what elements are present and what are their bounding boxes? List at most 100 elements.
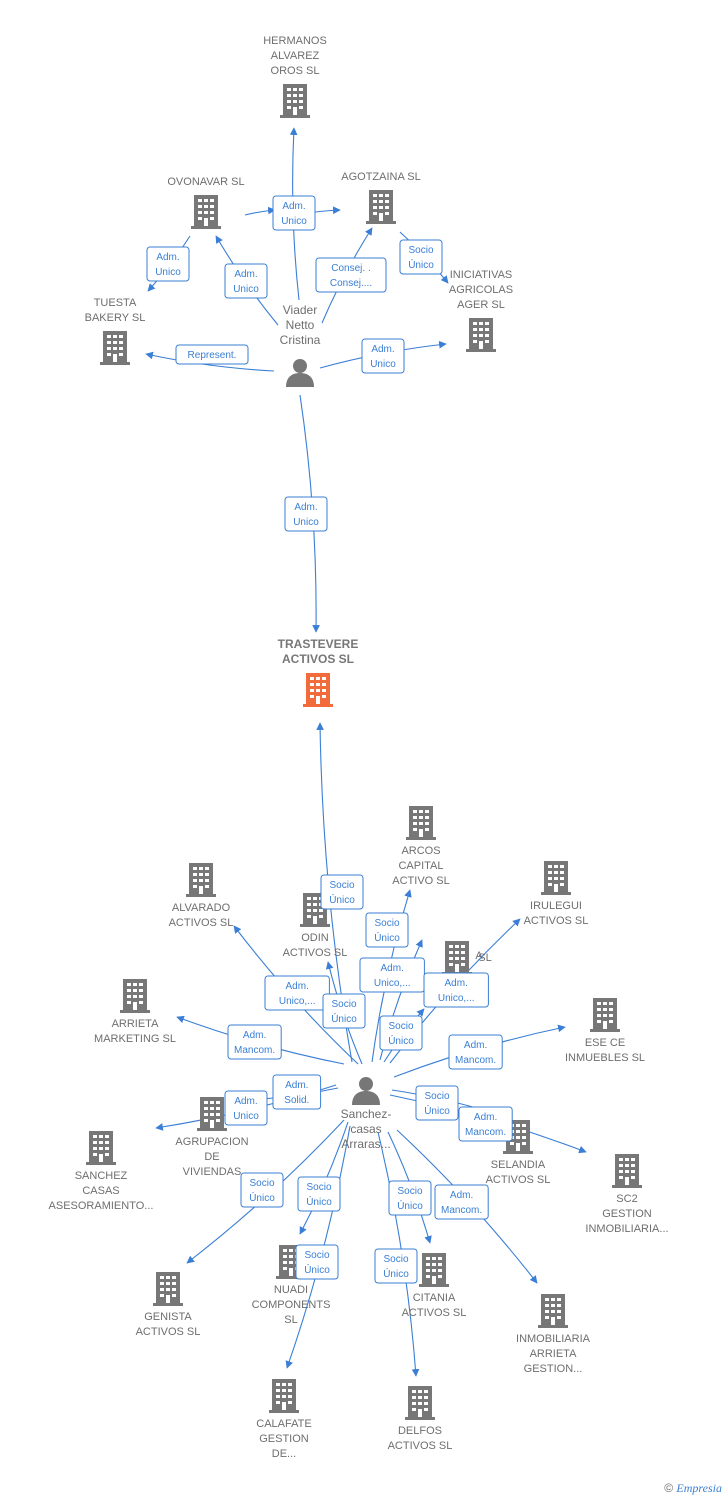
role-label-line: Único — [388, 1034, 414, 1047]
node-label-line: AGOTZAINA SL — [341, 171, 420, 183]
person-icon — [286, 359, 314, 387]
building-icon — [466, 318, 496, 352]
role-badge-box — [320, 874, 364, 910]
role-badge-box — [297, 1176, 341, 1212]
role-badge-r_tuesta_a[interactable]: Adm.Unico — [224, 263, 268, 299]
footer-brand: © Empresia — [664, 1481, 722, 1496]
role-badge-r_s_alvarado[interactable]: Adm.Unico,... — [264, 975, 330, 1011]
role-badge-box — [458, 1106, 513, 1142]
role-badge-r_hermanos[interactable]: Adm.Unico — [272, 195, 316, 231]
building-icon — [280, 84, 310, 118]
role-badge-box — [284, 496, 328, 532]
role-badge-box — [434, 1184, 489, 1220]
node-label-line: TRASTEVERE — [278, 637, 359, 651]
role-badge-box — [272, 195, 316, 231]
role-badge-r_iniciativas[interactable]: Adm.Unico — [361, 338, 405, 374]
role-label-line: Mancom. — [441, 1205, 482, 1216]
company-node-sc2[interactable]: SC2GESTIONINMOBILIARIA... — [585, 1154, 669, 1235]
node-label-line: OVONAVAR SL — [167, 176, 244, 188]
role-badge-r_s_agrup[interactable]: Adm.Solid. — [272, 1074, 322, 1110]
relation-edge — [244, 206, 276, 216]
company-node-inmobiliaria_arrieta[interactable]: INMOBILIARIAARRIETAGESTION... — [516, 1294, 591, 1375]
role-label-line: Socio — [306, 1182, 331, 1193]
role-label-line: Único — [249, 1191, 275, 1204]
role-label-line: Único — [329, 893, 355, 906]
role-badge-r_s_irulegui[interactable]: Adm.Unico,... — [423, 972, 489, 1008]
node-label-line: VIVIENDAS — [183, 1166, 242, 1178]
node-label-line: CASAS — [82, 1185, 119, 1197]
role-badge-r_tuesta[interactable]: Represent. — [175, 344, 249, 365]
role-badge-box — [365, 912, 409, 948]
role-badge-r_s_sanchez[interactable]: Adm.Unico — [224, 1090, 268, 1126]
role-label-line: Solid. — [284, 1095, 309, 1106]
role-badge-r_agotzaina[interactable]: Consej. .Consej.... — [315, 257, 387, 293]
role-label-line: Único — [383, 1267, 409, 1280]
building-icon — [419, 1253, 449, 1287]
node-label-line: IRULEGUI — [530, 900, 582, 912]
node-label-line: CALAFATE — [256, 1418, 311, 1430]
role-badge-r_s_esece[interactable]: Adm.Mancom. — [448, 1034, 503, 1070]
role-label-line: Mancom. — [455, 1055, 496, 1066]
role-badge-box — [146, 246, 190, 282]
role-badge-r_ovonavar[interactable]: Adm.Unico — [146, 246, 190, 282]
role-badge-r_trastevere[interactable]: Adm.Unico — [284, 496, 328, 532]
role-badge-box — [388, 1180, 432, 1216]
node-label-line: A — [475, 950, 483, 962]
company-node-ovonavar[interactable]: OVONAVAR SL — [167, 176, 245, 229]
company-node-sanchez_casas[interactable]: SANCHEZCASASASESORAMIENTO... — [49, 1131, 154, 1212]
role-label-line: Unico — [370, 359, 396, 370]
person-node-sanchez_p[interactable]: Sanchez-casasArraras... — [341, 1077, 392, 1151]
role-badge-r_s_inmob[interactable]: Adm.Mancom. — [434, 1184, 489, 1220]
role-badge-r_s_arcos2[interactable]: Adm.Unico,... — [359, 957, 425, 993]
building-icon — [100, 331, 130, 365]
company-node-calafate[interactable]: CALAFATEGESTIONDE... — [256, 1379, 312, 1460]
node-label-line: COMPONENTS — [252, 1299, 331, 1311]
node-label-line: DE... — [272, 1448, 296, 1460]
role-badge-r_s_sc2[interactable]: Adm.Mancom. — [458, 1106, 513, 1142]
node-label-line: ALVARADO — [172, 902, 231, 914]
node-label-line: MARKETING SL — [94, 1033, 176, 1045]
node-label-line: Arraras... — [341, 1137, 390, 1151]
role-label-line: Unico — [155, 267, 181, 278]
company-node-agotzaina[interactable]: AGOTZAINA SL — [341, 171, 421, 224]
role-label-line: Unico,... — [438, 993, 475, 1004]
company-node-hidden_sl[interactable]: ASL — [442, 941, 492, 975]
role-label-line: Socio — [374, 918, 399, 929]
building-icon — [366, 190, 396, 224]
node-label-line: ASESORAMIENTO... — [49, 1200, 154, 1212]
role-label-line: Adm. — [474, 1112, 497, 1123]
role-badge-box — [379, 1015, 423, 1051]
node-label-line: ESE CE — [585, 1037, 625, 1049]
role-badge-r_s_arrieta[interactable]: Adm.Mancom. — [227, 1024, 282, 1060]
